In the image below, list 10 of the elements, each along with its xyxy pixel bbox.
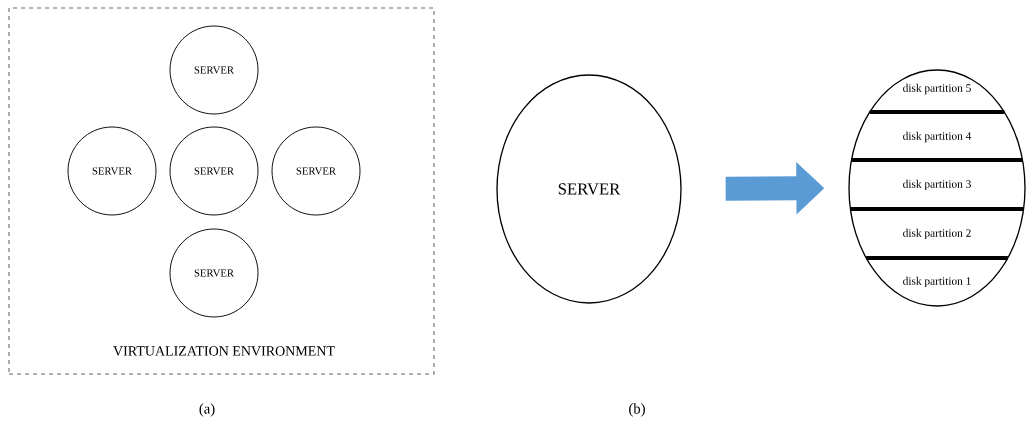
panel-label: (b) [629,403,645,417]
panel-label: (a) [199,403,215,417]
environment-label: VIRTUALIZATION ENVIRONMENT [113,346,335,356]
partition-label: disk partition 3 [903,179,971,191]
partition-label: disk partition 4 [903,131,972,143]
partition-label: disk partition 5 [903,83,971,95]
partitioned-ellipse [848,69,1026,307]
dashed-frame [8,7,435,375]
partition-label: disk partition 2 [903,228,971,240]
partition-label: disk partition 1 [903,276,971,288]
